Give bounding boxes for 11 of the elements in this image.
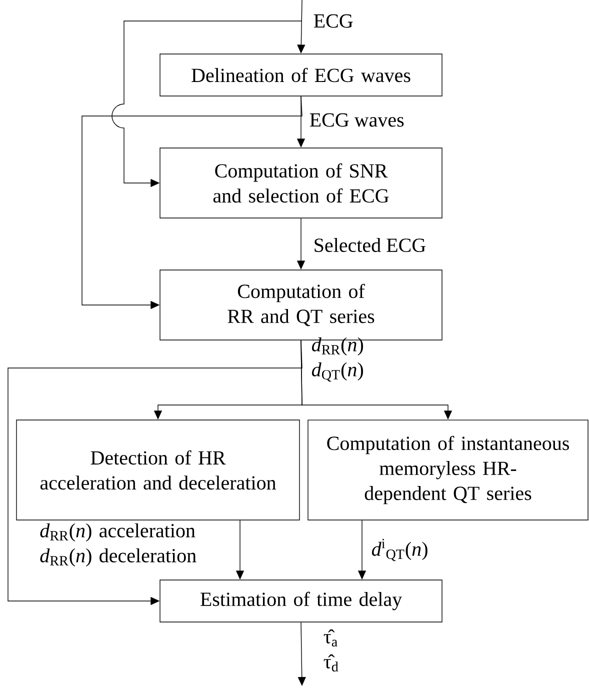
edge-label: Selected ECG bbox=[314, 238, 426, 252]
edge-label: τ̂$_{a}$ τ̂$_{d}$ bbox=[324, 629, 338, 672]
process-box: Detection of HR acceleration and deceleration bbox=[16, 420, 300, 520]
edge-label: d$^{i}$$_{QT}$(n) bbox=[372, 538, 428, 562]
edge-label: ECG bbox=[314, 14, 353, 28]
process-box: Delineation of ECG waves bbox=[160, 54, 442, 96]
process-box: Computation of instantaneous memoryless HR-dependent QT series bbox=[308, 420, 588, 520]
process-box: Estimation of time delay bbox=[160, 580, 442, 622]
edge-label: d$_{RR}$(n) acceleration d$_{RR}$(n) deceleration bbox=[40, 523, 196, 566]
process-box: Computation of SNR and selection of ECG bbox=[160, 148, 442, 218]
edge-label: ECG waves bbox=[310, 113, 404, 127]
